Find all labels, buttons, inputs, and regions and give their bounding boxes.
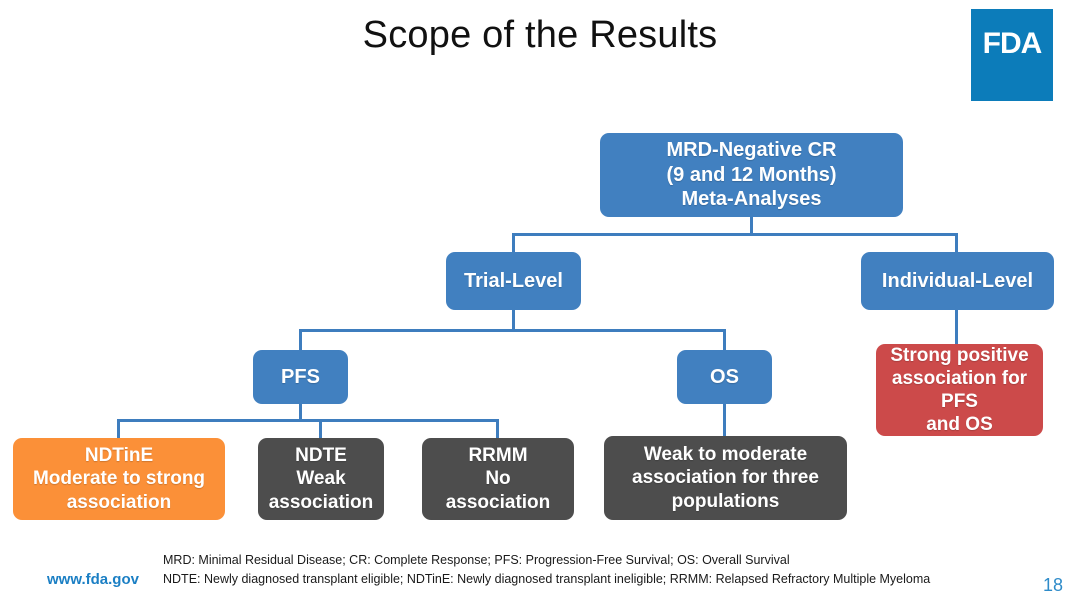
node-line: Weak — [296, 468, 346, 490]
node-line: Trial-Level — [464, 269, 563, 292]
page-title: Scope of the Results — [362, 14, 718, 56]
node-line: NDTinE — [84, 445, 154, 467]
node-line: Individual-Level — [881, 269, 1034, 292]
node-line: (9 and 12 Months) — [666, 163, 837, 186]
connector-pfs-to-rrmm — [496, 419, 499, 438]
connector-individual-to-strong — [955, 310, 958, 344]
footer-website-link[interactable]: www.fda.gov — [47, 571, 139, 588]
node-os[interactable]: OS — [677, 350, 772, 404]
fda-logo-text: FDA — [982, 27, 1043, 60]
node-line: association for three — [632, 467, 819, 489]
footer-abbreviations: MRD: Minimal Residual Disease; CR: Compl… — [163, 551, 930, 589]
node-line: association for — [891, 367, 1028, 389]
fda-logo: FDA — [971, 9, 1053, 101]
connector-root-to-trial — [512, 233, 515, 252]
node-line: Strong positive — [890, 344, 1029, 366]
node-line: and OS — [926, 414, 993, 436]
connector-trial-stem — [512, 310, 515, 331]
connector-pfs-bus — [117, 419, 499, 422]
node-line: No — [485, 468, 511, 490]
node-line: association — [445, 491, 551, 513]
node-line: Moderate to strong — [32, 468, 206, 490]
connector-root-to-individual — [955, 233, 958, 252]
node-pfs[interactable]: PFS — [253, 350, 348, 404]
connector-trial-to-os — [723, 329, 726, 350]
node-individual-level[interactable]: Individual-Level — [861, 252, 1054, 310]
page-number: 18 — [1043, 575, 1064, 595]
node-line: NDTE — [295, 445, 347, 467]
node-weak-to-moderate-association[interactable]: Weak to moderate association for three p… — [604, 436, 847, 520]
node-line: RRMM — [468, 445, 528, 467]
connector-os-to-weakmoderate — [723, 404, 726, 436]
node-line: Weak to moderate — [643, 444, 808, 466]
connector-root-bus — [512, 233, 958, 236]
node-line: Meta-Analyses — [681, 188, 822, 211]
node-rrmm-result[interactable]: RRMM No association — [422, 438, 574, 520]
node-ndte-result[interactable]: NDTE Weak association — [258, 438, 384, 520]
connector-pfs-to-ndte — [319, 419, 322, 438]
node-ndtine-result[interactable]: NDTinE Moderate to strong association — [13, 438, 225, 520]
node-line: populations — [671, 490, 780, 512]
footnote-line-2: NDTE: Newly diagnosed transplant eligibl… — [163, 572, 931, 586]
footnote-line-1: MRD: Minimal Residual Disease; CR: Compl… — [163, 553, 790, 567]
node-line: OS — [710, 365, 739, 388]
connector-pfs-to-ndtine — [117, 419, 120, 438]
node-line: association — [268, 491, 374, 513]
node-strong-positive-association[interactable]: Strong positive association for PFS and … — [876, 344, 1043, 436]
node-line: association — [66, 491, 172, 513]
node-trial-level[interactable]: Trial-Level — [446, 252, 581, 310]
node-line: PFS — [941, 391, 978, 412]
node-line: PFS — [281, 365, 320, 388]
node-line: MRD-Negative CR — [666, 139, 837, 162]
connector-trial-bus — [299, 329, 725, 332]
node-mrd-negative-cr[interactable]: MRD-Negative CR (9 and 12 Months) Meta-A… — [600, 133, 903, 217]
connector-trial-to-pfs — [299, 329, 302, 350]
connector-root-stem — [750, 217, 753, 235]
connector-pfs-stem — [299, 404, 302, 421]
